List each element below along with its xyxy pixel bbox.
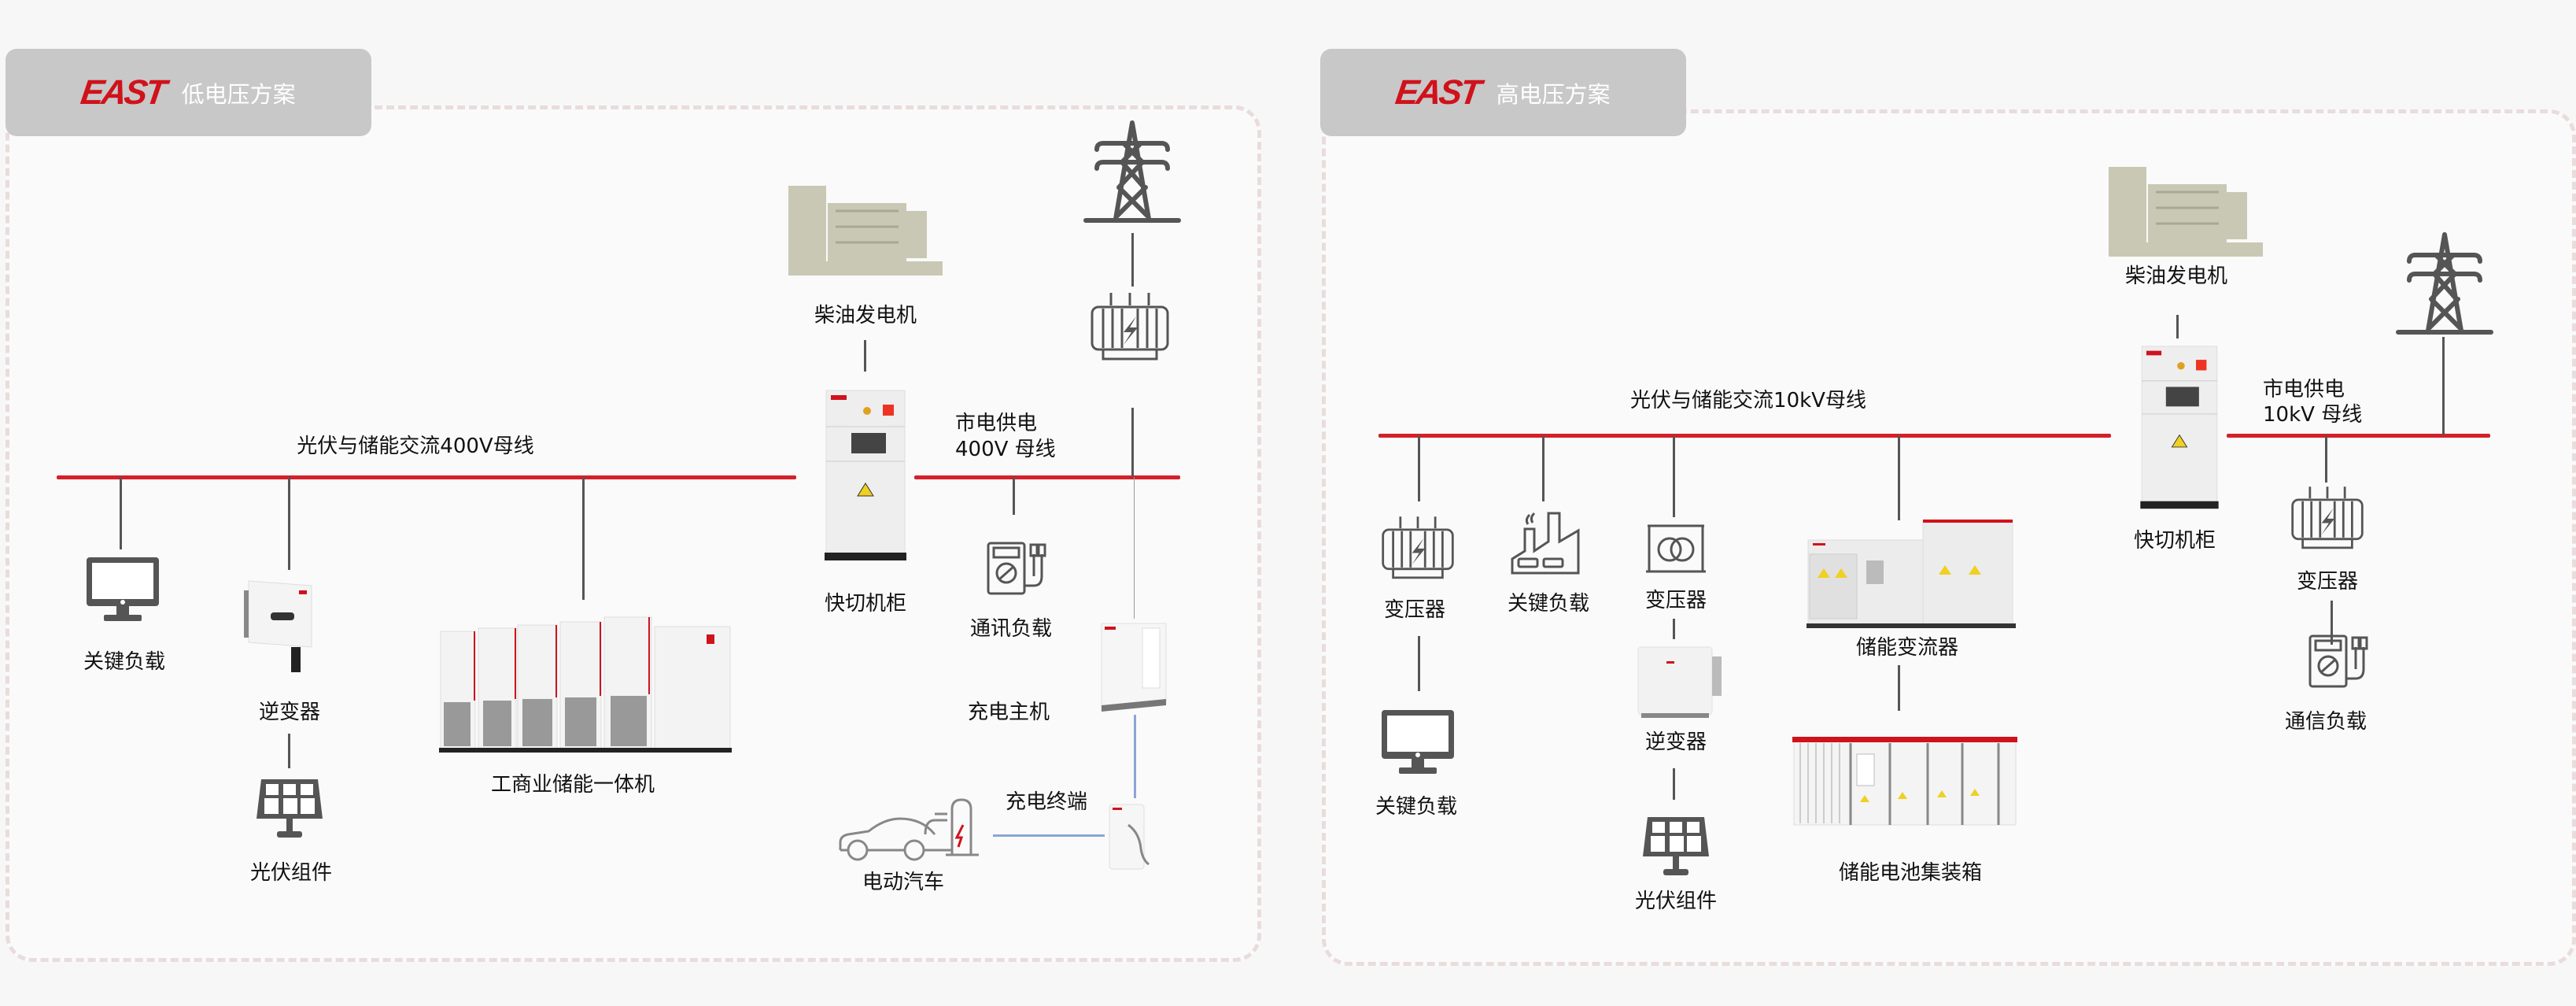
connector [1418, 636, 1420, 691]
pcs-label: 储能变流器 [1855, 636, 1959, 660]
pv-ess-10kv-bus [1378, 434, 2111, 438]
battery-container-label: 储能电池集装箱 [1838, 861, 1983, 885]
bus-label: 光伏与储能交流400V母线 [297, 435, 534, 458]
inverter-image [1637, 645, 1723, 721]
solar-panel-icon [1640, 814, 1712, 878]
ci-ess-image [439, 608, 732, 754]
grid-400v-bus [914, 475, 1180, 479]
connector [288, 477, 290, 570]
connector [1134, 477, 1135, 619]
connector [582, 477, 585, 600]
charging-terminal-image [1105, 801, 1160, 874]
factory-icon [1511, 512, 1581, 576]
multimeter-icon [2308, 633, 2370, 690]
critical-load-pc-label: 关键负载 [1375, 795, 1458, 819]
diesel-generator-label: 柴油发电机 [2124, 264, 2228, 288]
connector [1673, 619, 1675, 639]
transformer-symbol-icon [1644, 524, 1707, 575]
transformer-2-label: 变压器 [1644, 589, 1707, 612]
connector [120, 477, 122, 549]
charging-terminal-label: 充电终端 [1005, 790, 1088, 814]
transformer-icon [1089, 290, 1171, 364]
connector [1898, 665, 1900, 711]
telecom-load-label: 通信负载 [2284, 710, 2367, 734]
power-tower-icon [2395, 230, 2494, 337]
grid-bus-label-1: 市电供电 [2263, 378, 2345, 401]
connector [864, 340, 866, 372]
tab-title: 高电压方案 [1496, 80, 1611, 108]
transformer-icon [1380, 513, 1456, 583]
connector [1013, 477, 1015, 515]
transformer-1-label: 变压器 [1383, 598, 1446, 622]
bus-label: 光伏与储能交流10kV母线 [1630, 389, 1866, 412]
transformer-3-label: 变压器 [2296, 570, 2359, 594]
pv-module-label: 光伏组件 [1634, 889, 1718, 913]
diesel-generator-image [2109, 161, 2263, 263]
fast-switch-cabinet-label: 快切机柜 [2133, 529, 2216, 553]
grid-bus-label-1: 市电供电 [955, 412, 1038, 435]
connector [1898, 435, 1900, 520]
grid-bus-label-2: 400V 母线 [955, 438, 1056, 461]
east-logo: EAST [1393, 72, 1482, 112]
charging-host-image [1100, 617, 1168, 715]
connector [1131, 233, 1134, 287]
ev-label: 电动汽车 [862, 871, 945, 894]
critical-load-label: 关键负载 [83, 650, 166, 674]
inverter-label: 逆变器 [258, 701, 321, 724]
pv-module-label: 光伏组件 [249, 861, 333, 885]
pcs-image [1807, 513, 2017, 631]
inverter-image [241, 575, 319, 685]
fast-switch-cabinet-image [825, 389, 906, 565]
connector [1418, 435, 1420, 501]
connector [1673, 435, 1675, 517]
grid-bus-label-2: 10kV 母线 [2263, 403, 2363, 427]
east-logo: EAST [78, 72, 168, 112]
charging-link [1134, 715, 1136, 798]
diesel-generator-image [788, 179, 943, 282]
connector [2442, 337, 2445, 435]
low-voltage-tab[interactable]: EAST 低电压方案 [6, 49, 371, 136]
fast-switch-cabinet-image [2139, 345, 2220, 513]
charging-link [993, 834, 1105, 837]
diesel-generator-label: 柴油发电机 [814, 304, 917, 327]
connector [288, 734, 290, 768]
connector [1673, 768, 1675, 800]
telecom-load-label: 通讯负载 [969, 617, 1053, 641]
connector [2176, 315, 2179, 338]
battery-container-image [1792, 735, 2017, 831]
high-voltage-tab[interactable]: EAST 高电压方案 [1320, 49, 1686, 136]
monitor-icon [1380, 708, 1456, 776]
ev-charging-icon [837, 798, 987, 864]
monitor-icon [85, 556, 161, 623]
pv-ess-400v-bus [57, 475, 796, 479]
critical-load-factory-label: 关键负载 [1507, 592, 1590, 616]
fast-switch-cabinet-label: 快切机柜 [824, 592, 907, 616]
multimeter-icon [987, 540, 1048, 597]
tab-title: 低电压方案 [181, 80, 296, 108]
solar-panel-icon [253, 776, 326, 841]
inverter-label: 逆变器 [1644, 730, 1707, 754]
charging-host-label: 充电主机 [967, 701, 1050, 724]
connector [2331, 601, 2333, 645]
grid-10kv-bus [2227, 434, 2490, 438]
low-voltage-panel [6, 105, 1261, 962]
power-tower-icon [1083, 118, 1182, 225]
connector [1542, 435, 1544, 501]
connector [2325, 435, 2327, 483]
connector [1131, 408, 1134, 477]
transformer-icon [2290, 483, 2365, 553]
ci-ess-label: 工商业储能一体机 [490, 773, 655, 797]
